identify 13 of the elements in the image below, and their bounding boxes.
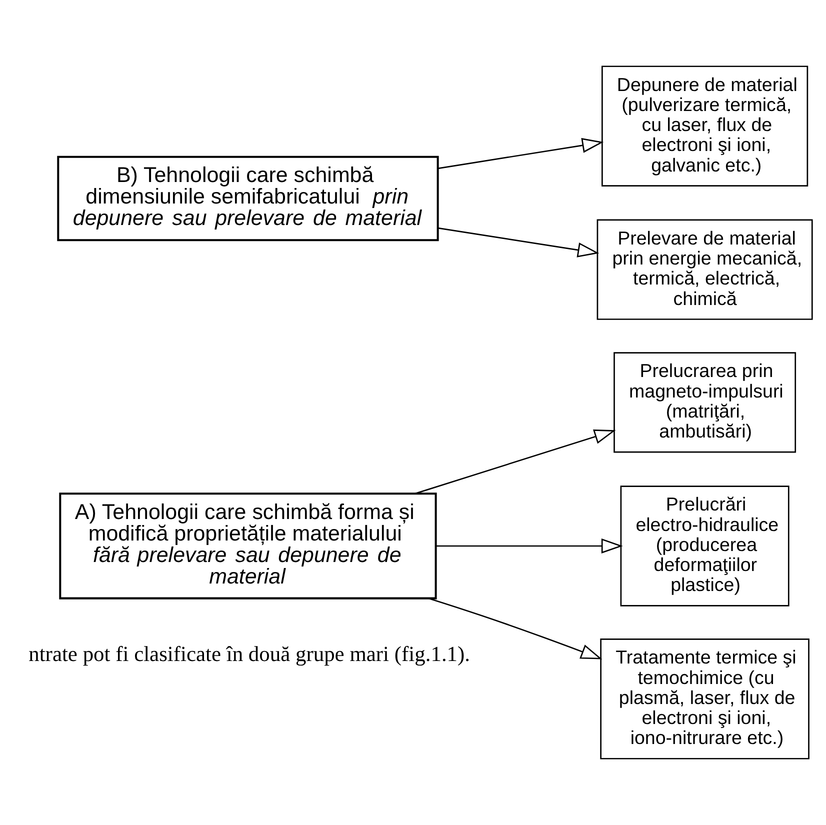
arrow bbox=[415, 429, 616, 494]
arrow bbox=[438, 227, 600, 258]
node-box: Prelucrări electro-hidraulice (producerea deformaţiilor plastice) bbox=[620, 486, 790, 606]
label: ntrate pot fi clasificate în două grupe mari (fig.1.1). bbox=[28, 642, 470, 666]
arrow bbox=[428, 598, 602, 660]
node-box: B) Tehnologii care schimbă dimensiunile semifabricatului prin depunere sau prelevare de material bbox=[57, 156, 439, 242]
node-box: Depunere de material (pulverizare termică, cu laser, flux de electroni şi ioni, galvanic etc.) bbox=[602, 66, 808, 186]
arrow bbox=[438, 138, 604, 170]
arrow bbox=[436, 538, 623, 554]
node-box: Prelevare de material prin energie mecanică, termică, electrică, chimică bbox=[596, 219, 813, 320]
node-box: A) Tehnologii care schimbă forma și modifică proprietățile materialului fără prelevare sau depunere de material bbox=[59, 492, 437, 600]
node-box: Prelucrarea prin magneto-impulsuri (matriţări, ambutisări) bbox=[614, 352, 796, 453]
node-box: Tratamente termice şi temochimice (cu plasmă, laser, flux de electroni şi ioni, iono-nitrurare etc.) bbox=[600, 638, 810, 760]
